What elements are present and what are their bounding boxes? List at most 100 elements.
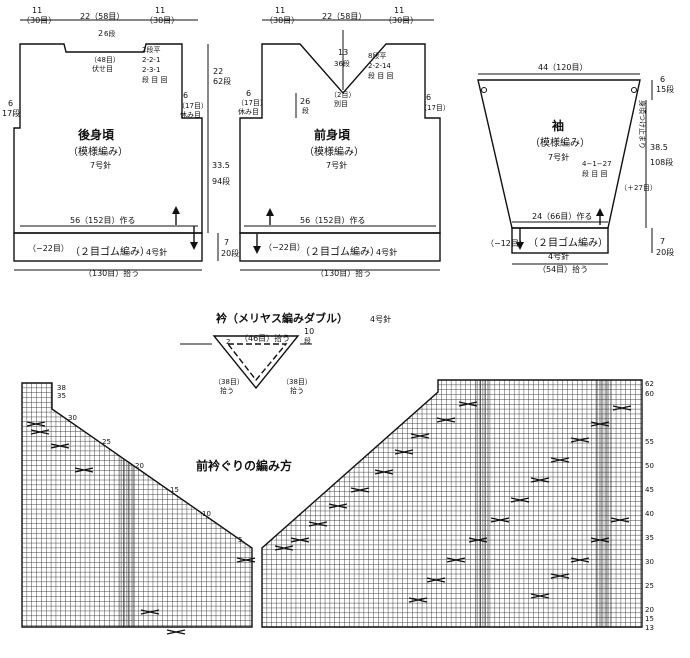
sleeve-top-rows-a: 6 [660, 75, 665, 84]
chart-left-row: 15 [170, 486, 179, 494]
cable-cross-mark [530, 593, 550, 599]
front-side-right: 6 [426, 93, 431, 102]
cable-cross-mark [74, 467, 94, 473]
sleeve-ribbing-box [511, 227, 609, 254]
back-neck-sts: （48目） [90, 56, 120, 64]
collar-title: 衿（メリヤス編みダブル） [216, 311, 348, 325]
front-center-sts: （2目） [330, 91, 355, 99]
cable-cross-mark [530, 477, 550, 483]
collar-top-count: （46目）拾う [240, 333, 290, 343]
front-outline [239, 43, 441, 234]
back-armhole: 22 [213, 67, 223, 76]
cable-cross-mark [570, 437, 590, 443]
sleeve-schematic: 44（120目） 6 15段 身頃つけ止まり 4−1−27 段 目 回 （＋27… [477, 63, 674, 274]
cable-cross-mark [374, 469, 394, 475]
cable-cross-mark [590, 537, 610, 543]
cable-cross-mark [30, 429, 50, 435]
chart-right-row: 60 [645, 390, 654, 398]
cable-cross-mark [308, 521, 328, 527]
chart-left-row: 25 [102, 438, 111, 446]
sleeve-bottom-count: （54目）拾う [538, 264, 588, 274]
back-neck-a: 2 [98, 29, 103, 38]
back-neck-dec2: 2-2-1 [142, 56, 160, 64]
front-rib-dec: （−22目） [264, 243, 305, 252]
front-v-dec2: 2-2-14 [368, 62, 391, 70]
neckline-chart: 前衿ぐりの編み方 38 38 30 25 20 15 10 5 35 62 60… [21, 379, 654, 635]
sleeve-top-width: 44（120目） [538, 63, 587, 72]
back-side-rest-bind: 休み目 [180, 110, 201, 119]
chart-right-row: 30 [645, 558, 654, 566]
cable-cross-mark [394, 449, 414, 455]
front-top-mid: 22（58目） [322, 12, 366, 21]
cable-cross-mark [408, 597, 428, 603]
collar-right-pick: 拾う [290, 386, 304, 395]
chart-left-row: 20 [135, 462, 144, 470]
front-title: 前身頃 [314, 127, 351, 142]
front-rib-needle: 4号針 [376, 247, 397, 257]
back-rib-h-a: 7 [224, 238, 229, 247]
back-side-top-rows: 17段 [2, 108, 20, 118]
collar-right-b: 段 [304, 336, 311, 345]
back-side-rest-label: （17目） [178, 102, 208, 110]
collar-schematic: 衿（メリヤス編みダブル） 4号針 2 （46目）拾う 10 段 （38目） 拾う… [180, 311, 391, 395]
chart-right-row: 20 [645, 606, 654, 614]
chart-right-row: 35 [645, 534, 654, 542]
sleeve-length-rows: 108段 [650, 157, 673, 167]
chart-left-outline [21, 382, 253, 628]
back-rib-needle: 4号針 [146, 247, 167, 257]
back-hem-width: 56（152目）作る [70, 215, 135, 225]
cable-cross-mark [468, 537, 488, 543]
collar-right-a: 10 [304, 327, 314, 336]
chart-left-row: 5 [238, 536, 242, 544]
back-bottom-count: （130目）拾う [84, 268, 139, 278]
sleeve-top-rows-b: 15段 [656, 84, 674, 94]
cable-cross-mark [140, 609, 160, 615]
sleeve-inc-legend: 段 目 回 [582, 169, 607, 178]
front-ribbing-box [239, 232, 441, 262]
cable-cross-mark [290, 537, 310, 543]
chart-right-outline [261, 379, 643, 628]
front-v-dec3: 段 目 回 [368, 71, 393, 80]
back-title: 後身頃 [78, 127, 115, 142]
cable-cross-mark [26, 421, 46, 427]
cable-cross-mark [550, 457, 570, 463]
cable-cross-mark [410, 433, 430, 439]
chart-left-row: 35 [57, 392, 66, 400]
sleeve-down-arrowhead [516, 242, 524, 250]
back-up-arrowhead [172, 206, 180, 214]
back-top-right-measure: 11 [155, 6, 165, 15]
sleeve-needle: 7号針 [548, 152, 569, 162]
back-neck-dec4: 段 目 回 [142, 75, 167, 84]
front-side-a: 26 [300, 97, 310, 106]
chart-right-row: 55 [645, 438, 654, 446]
front-side-left-bind: 休み目 [238, 107, 259, 116]
cable-cross-mark [446, 557, 466, 563]
back-body-rows: 94段 [212, 176, 230, 186]
back-top-mid: 22（58目） [80, 12, 124, 21]
back-side-top: 6 [8, 99, 13, 108]
back-side-rest: 6 [183, 91, 188, 100]
front-v-rows: 36段 [334, 59, 350, 68]
cable-cross-mark [610, 517, 630, 523]
cable-cross-mark [436, 417, 456, 423]
chart-left-row: 38 [57, 384, 66, 392]
back-ribbing-box [13, 232, 203, 262]
chart-right-row: 25 [645, 582, 654, 590]
sleeve-inc: 4−1−27 [582, 160, 612, 168]
cable-cross-mark [550, 573, 570, 579]
chart-right-row: 62 [645, 380, 654, 388]
cable-cross-mark [612, 405, 632, 411]
collar-outer [212, 335, 300, 390]
back-neck-bind: 伏せ目 [92, 64, 113, 73]
front-top-right: 11 [394, 6, 404, 15]
front-down-arrowhead [253, 246, 261, 254]
sleeve-inc-total: （＋27目） [620, 184, 657, 192]
front-side-left: 6 [246, 89, 251, 98]
back-neck-b: 6段 [104, 29, 115, 38]
chart-right-row: 15 [645, 615, 654, 623]
front-body-schematic: 11 （30目） 22（58目） 11 （30目） 13 36段 8段平 2-2… [237, 6, 450, 278]
cable-cross-mark [50, 443, 70, 449]
back-needle: 7号針 [90, 160, 111, 170]
sleeve-rib-dec: （−12目） [486, 239, 527, 248]
back-rib-label: （２目ゴム編み） [70, 245, 150, 258]
